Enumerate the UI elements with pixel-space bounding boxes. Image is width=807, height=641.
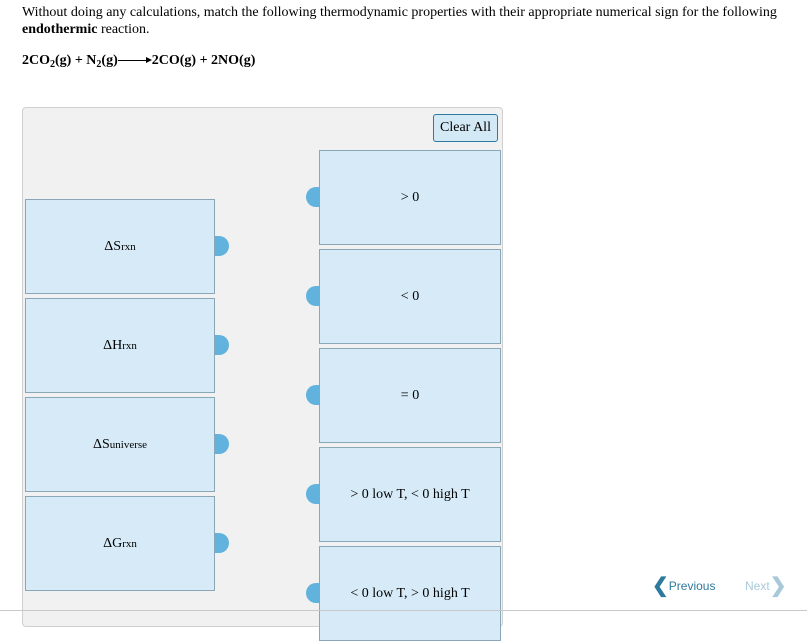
property-symbol: ΔS (104, 238, 122, 254)
clear-all-button[interactable]: Clear All (433, 114, 498, 142)
question-text-end: reaction. (97, 22, 150, 37)
footer-divider (0, 610, 807, 611)
previous-button[interactable]: ❮Previous (652, 575, 716, 597)
sign-label: < 0 (400, 288, 420, 304)
property-symbol: ΔS (92, 436, 110, 452)
connector-knob[interactable] (215, 434, 229, 454)
property-symbol: ΔH (103, 337, 123, 353)
equation-sub1: 2 (50, 59, 55, 70)
equation-sub2: 2 (96, 59, 102, 70)
sign-box-positive[interactable]: > 0 (319, 150, 501, 245)
chevron-left-icon: ❮ (652, 575, 669, 597)
question-bold-word: endothermic (22, 22, 98, 37)
sign-box-pos-low-neg-high[interactable]: > 0 low T, < 0 high T (319, 447, 501, 542)
sign-label: < 0 low T, > 0 high T (350, 585, 470, 601)
next-button[interactable]: Next❯ (745, 575, 787, 597)
connector-knob[interactable] (306, 385, 320, 405)
sign-label: = 0 (400, 387, 420, 403)
connector-knob[interactable] (215, 335, 229, 355)
equation-products: 2CO(g) + 2NO(g) (151, 53, 256, 68)
sign-box-negative[interactable]: < 0 (319, 249, 501, 344)
reaction-equation: 2CO2(g) + N2(g)2CO(g) + 2NO(g) (22, 53, 256, 70)
equation-state2: (g) (101, 53, 118, 68)
chevron-right-icon: ❯ (769, 575, 787, 597)
reaction-arrow-icon (117, 56, 152, 66)
connector-knob[interactable] (306, 187, 320, 207)
sign-box-neg-low-pos-high[interactable]: < 0 low T, > 0 high T (319, 546, 501, 641)
previous-label: Previous (668, 579, 716, 593)
equation-reactant1: 2CO (22, 53, 50, 68)
sign-box-zero[interactable]: = 0 (319, 348, 501, 443)
question-text-start: Without doing any calculations, match th… (22, 5, 777, 20)
equation-reactant2: (g) + N (55, 53, 97, 68)
connector-knob[interactable] (306, 484, 320, 504)
sign-label: > 0 low T, < 0 high T (350, 486, 470, 502)
next-label: Next (745, 579, 770, 593)
connector-knob[interactable] (215, 533, 229, 553)
property-symbol: ΔG (103, 535, 123, 551)
connector-knob[interactable] (215, 236, 229, 256)
sign-label: > 0 (400, 189, 420, 205)
question-text: Without doing any calculations, match th… (22, 4, 792, 38)
connector-knob[interactable] (306, 583, 320, 603)
connector-knob[interactable] (306, 286, 320, 306)
